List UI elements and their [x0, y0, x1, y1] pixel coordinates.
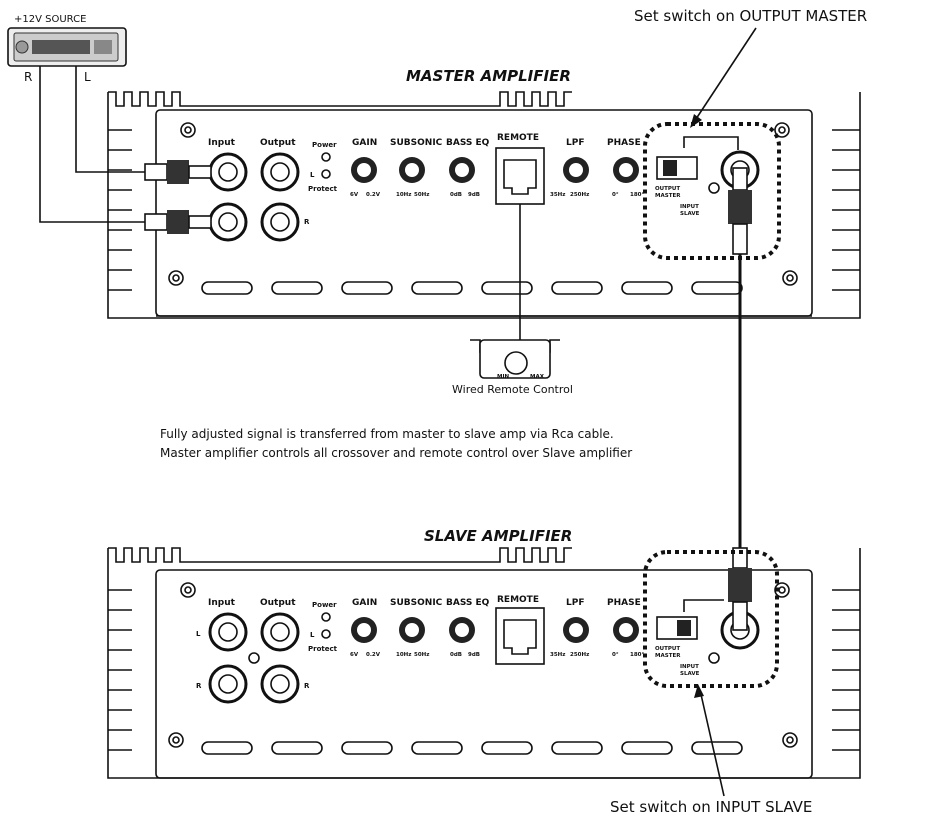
master-subsonic-label: SUBSONIC: [390, 138, 443, 148]
slave-lpf-label: LPF: [566, 598, 584, 608]
master-switch-highlight: [643, 122, 781, 260]
master-phase-max: 180°: [630, 192, 644, 198]
master-gain-knob: [351, 157, 377, 183]
slave-lpf-min: 35Hz: [550, 652, 565, 658]
master-subsonic-knob: [399, 157, 425, 183]
slave-phase-max: 180°: [630, 652, 644, 658]
slave-gain-min: 6V: [350, 652, 359, 658]
master-protect-label: Protect: [308, 185, 338, 193]
master-sw-slave: SLAVE: [680, 211, 700, 217]
master-gain-label: GAIN: [352, 138, 377, 148]
master-phase-min: 0°: [612, 192, 619, 198]
master-l-label: L: [310, 171, 315, 179]
master-sw-input: INPUT: [680, 204, 699, 210]
slave-l-label: L: [196, 630, 201, 638]
master-lpf-max: 250Hz: [570, 192, 589, 198]
slave-bass-min: 0dB: [450, 652, 462, 658]
slave-subsonic-label: SUBSONIC: [390, 598, 443, 608]
note-line-2: Master amplifier controls all crossover …: [160, 446, 632, 460]
master-output-label: Output: [260, 138, 296, 148]
master-phase-label: PHASE: [607, 138, 641, 148]
slave-phase-knob: [613, 617, 639, 643]
slave-input-label: Input: [208, 598, 236, 608]
master-bass-min: 0dB: [450, 192, 462, 198]
slave-gain-label: GAIN: [352, 598, 377, 608]
master-sw-master: MASTER: [655, 193, 681, 199]
master-sw-output: OUTPUT: [655, 186, 680, 192]
callout-bottom-arrow: [699, 689, 725, 797]
master-amplifier: [107, 91, 861, 319]
rca-plug-l: [144, 160, 212, 184]
master-power-label: Power: [312, 141, 337, 149]
link-plug-bottom-body: [728, 568, 752, 602]
slave-r-out-label: R: [304, 682, 310, 690]
master-basseq-label: BASS EQ: [446, 138, 490, 148]
slave-sub-min: 10Hz: [396, 652, 411, 658]
callout-output-master: Set switch on OUTPUT MASTER: [634, 7, 867, 25]
slave-sw-input: INPUT: [680, 664, 699, 670]
source-r-wire: [39, 66, 145, 223]
master-gain-min: 6V: [350, 192, 359, 198]
master-sub-min: 10Hz: [396, 192, 411, 198]
slave-sw-master: MASTER: [655, 653, 681, 659]
slave-power-label: Power: [312, 601, 337, 609]
master-lpf-label: LPF: [566, 138, 584, 148]
slave-lpf-max: 250Hz: [570, 652, 589, 658]
remote-max-label: MAX: [530, 374, 545, 380]
master-r-label: R: [304, 218, 310, 226]
slave-phase-label: PHASE: [607, 598, 641, 608]
master-remote-label: REMOTE: [497, 133, 539, 143]
wired-remote-control: [470, 339, 560, 379]
source-l-wire: [75, 66, 145, 173]
callout-input-slave: Set switch on INPUT SLAVE: [610, 798, 812, 816]
note-line-1: Fully adjusted signal is transferred fro…: [160, 427, 614, 441]
master-lpf-knob: [563, 157, 589, 183]
slave-sw-output: OUTPUT: [655, 646, 680, 652]
slave-remote-label: REMOTE: [497, 595, 539, 605]
link-plug-top-body: [728, 190, 752, 224]
slave-protect-label: Protect: [308, 645, 338, 653]
source-l-label: L: [84, 70, 91, 84]
source-label: +12V SOURCE: [14, 14, 86, 25]
master-gain-max: 0.2V: [366, 192, 381, 198]
master-switch-link: [683, 136, 739, 150]
rca-plug-r: [144, 210, 212, 234]
remote-control-label: Wired Remote Control: [452, 383, 573, 396]
slave-bass-max: 9dB: [468, 652, 480, 658]
master-basseq-knob: [449, 157, 475, 183]
slave-amplifier: [107, 547, 861, 779]
master-phase-knob: [613, 157, 639, 183]
master-title: MASTER AMPLIFIER: [406, 67, 571, 85]
slave-gain-knob: [351, 617, 377, 643]
slave-gain-max: 0.2V: [366, 652, 381, 658]
master-input-label: Input: [208, 138, 236, 148]
remote-min-label: MIN: [497, 374, 510, 380]
slave-switch-link: [683, 599, 724, 612]
slave-title: SLAVE AMPLIFIER: [424, 527, 572, 545]
slave-phase-min: 0°: [612, 652, 619, 658]
slave-sw-slave: SLAVE: [680, 671, 700, 677]
slave-switch-highlight: [643, 550, 779, 688]
head-unit: [7, 27, 127, 67]
slave-subsonic-knob: [399, 617, 425, 643]
link-plug-top-tip: [732, 167, 748, 191]
slave-lpf-knob: [563, 617, 589, 643]
slave-basseq-label: BASS EQ: [446, 598, 490, 608]
master-sub-max: 50Hz: [414, 192, 429, 198]
callout-top-arrow: [693, 27, 757, 123]
source-r-label: R: [24, 70, 32, 84]
slave-l-indicator: L: [310, 631, 315, 639]
master-lpf-min: 35Hz: [550, 192, 565, 198]
slave-basseq-knob: [449, 617, 475, 643]
slave-output-label: Output: [260, 598, 296, 608]
master-bass-max: 9dB: [468, 192, 480, 198]
slave-r-label: R: [196, 682, 202, 690]
slave-sub-max: 50Hz: [414, 652, 429, 658]
